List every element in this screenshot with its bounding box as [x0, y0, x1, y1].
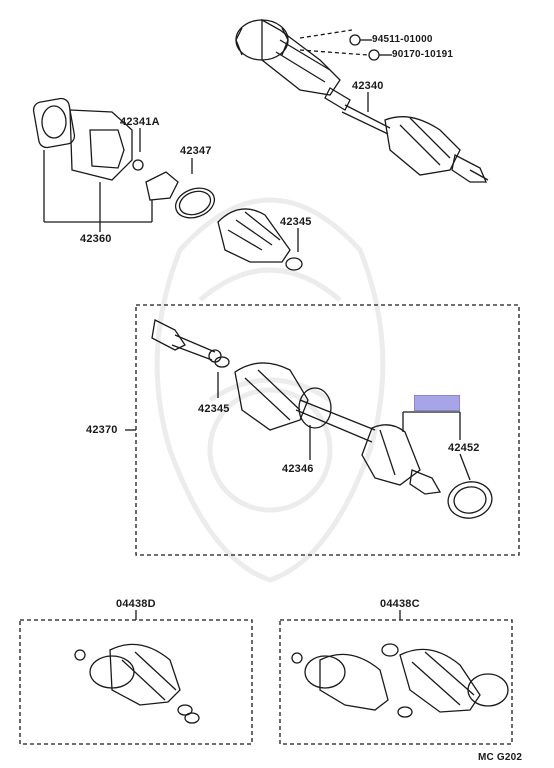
- label-04438d[interactable]: 04438D: [116, 598, 156, 610]
- label-04438c[interactable]: 04438C: [380, 598, 420, 610]
- boot-and-clamps-upper: [174, 187, 303, 271]
- label-42340[interactable]: 42340: [352, 80, 384, 92]
- label-42347[interactable]: 42347: [180, 145, 212, 157]
- label-94511-01000[interactable]: 94511-01000: [372, 34, 433, 45]
- inboard-joint-housing: [32, 97, 193, 232]
- drive-shaft-assembly-main: [151, 319, 493, 519]
- drive-shaft-assembly-top: [235, 18, 489, 183]
- label-42341a[interactable]: 42341A: [120, 116, 160, 128]
- label-42360[interactable]: 42360: [80, 233, 112, 245]
- highlighted-part-marker[interactable]: [414, 395, 460, 411]
- kit-box-04438d: [19, 619, 253, 745]
- boot-kit-04438c: [291, 643, 509, 718]
- label-42345-lower[interactable]: 42345: [198, 403, 230, 415]
- label-42345-upper[interactable]: 42345: [280, 216, 312, 228]
- watermark-emblem: [154, 197, 386, 583]
- label-90170-10191[interactable]: 90170-10191: [392, 49, 454, 60]
- kit-box-04438c: [279, 619, 513, 745]
- label-42370[interactable]: 42370: [86, 424, 118, 436]
- label-42346[interactable]: 42346: [282, 463, 314, 475]
- label-42452[interactable]: 42452: [448, 442, 480, 454]
- boot-kit-04438d: [74, 643, 200, 724]
- diagram-code: MC G202: [478, 752, 523, 763]
